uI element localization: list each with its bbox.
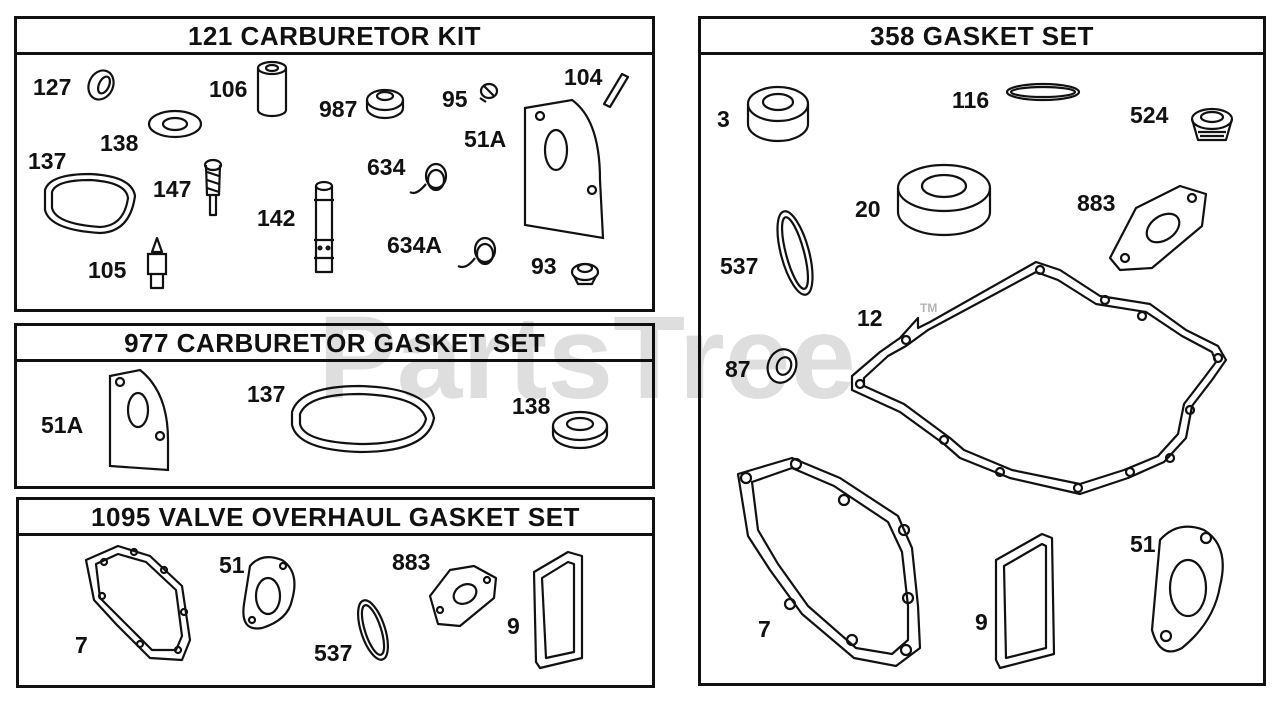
panel-valve-overhaul-gasket-set: 1095 VALVE OVERHAUL GASKET SET xyxy=(16,497,655,688)
panel-carburetor-kit: 121 CARBURETOR KIT xyxy=(14,16,655,312)
panel-title-gasket-set: 358 GASKET SET xyxy=(701,19,1263,55)
panel-title-valve-overhaul-gasket-set: 1095 VALVE OVERHAUL GASKET SET xyxy=(19,500,652,536)
panel-gasket-set: 358 GASKET SET xyxy=(698,16,1266,686)
panel-carburetor-gasket-set: 977 CARBURETOR GASKET SET xyxy=(14,323,655,489)
panel-title-carburetor-gasket-set: 977 CARBURETOR GASKET SET xyxy=(17,326,652,362)
panel-title-carburetor-kit: 121 CARBURETOR KIT xyxy=(17,19,652,55)
